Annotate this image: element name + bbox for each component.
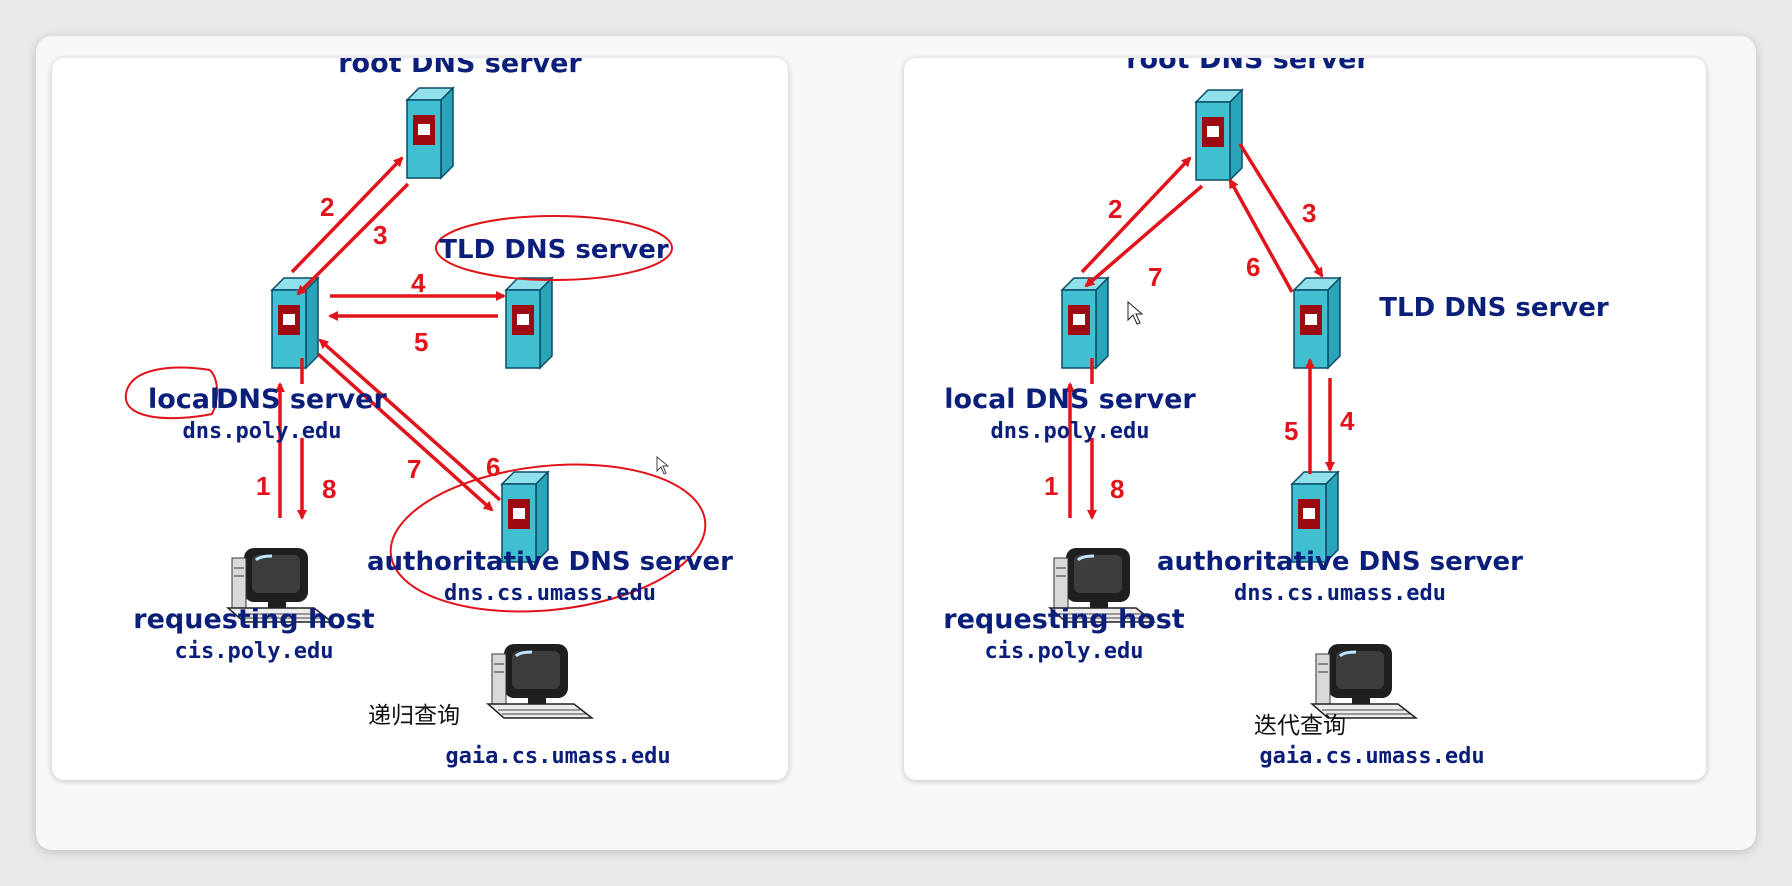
authoritative-dns-hostname: dns.cs.umass.edu <box>1234 581 1446 606</box>
root-dns-server-label: root DNS server <box>338 58 582 79</box>
step-number-6: 6 <box>1246 252 1260 282</box>
annotation-circle-authoritative <box>389 463 707 613</box>
arrow-step-2 <box>1080 156 1192 274</box>
local-dns-hostname: dns.poly.edu <box>183 419 342 444</box>
arrow-step-3 <box>1238 143 1324 278</box>
iterative-query-diagram: 2 7 3 6 4 5 1 8 root DNS server TLD DNS … <box>904 58 1706 780</box>
gaia-hostname: gaia.cs.umass.edu <box>1259 744 1484 769</box>
requesting-host-label: requesting host <box>943 604 1185 635</box>
recursive-query-caption: 递归查询 <box>368 703 460 729</box>
recursive-query-diagram: 2 3 4 5 6 7 1 8 root DNS server TLD DNS … <box>52 58 788 780</box>
requesting-host-hostname: cis.poly.edu <box>175 639 334 664</box>
local-dns-server-icon <box>271 277 319 369</box>
annotation-circle-tld <box>435 215 673 281</box>
step-number-6: 6 <box>486 452 500 482</box>
arrow-step-7 <box>1084 184 1204 288</box>
root-dns-server-icon <box>406 87 454 179</box>
local-word-label: local <box>148 384 219 415</box>
local-dns-server-icon <box>1061 277 1109 369</box>
step-number-4: 4 <box>1340 406 1355 436</box>
authoritative-dns-hostname: dns.cs.umass.edu <box>444 581 656 606</box>
arrow-step-6 <box>1228 178 1294 293</box>
image-viewer-frame: 2 3 4 5 6 7 1 8 root DNS server TLD DNS … <box>36 36 1756 850</box>
tld-dns-server-icon <box>505 277 553 369</box>
mouse-pointer-icon <box>656 456 670 475</box>
mouse-cursor-icon <box>1127 300 1144 325</box>
step-number-3: 3 <box>373 220 387 250</box>
step-number-5: 5 <box>1284 416 1298 446</box>
step-number-7: 7 <box>1148 262 1162 292</box>
arrow-step-7 <box>316 352 494 512</box>
arrow-step-6 <box>318 338 502 502</box>
step-number-2: 2 <box>320 192 334 222</box>
tld-dns-server-label: TLD DNS server <box>439 235 669 265</box>
step-number-3: 3 <box>1302 198 1316 228</box>
requesting-host-label: requesting host <box>133 604 375 635</box>
step-number-5: 5 <box>414 327 428 357</box>
step-number-8: 8 <box>322 474 336 504</box>
authoritative-dns-server-label: authoritative DNS server <box>367 547 733 577</box>
step-number-4: 4 <box>411 268 426 298</box>
tld-dns-server-label: TLD DNS server <box>1379 293 1609 323</box>
tld-dns-server-icon <box>1293 277 1341 369</box>
step-number-1: 1 <box>1044 471 1058 501</box>
local-dns-hostname: dns.poly.edu <box>991 419 1150 444</box>
gaia-hostname: gaia.cs.umass.edu <box>445 744 670 769</box>
step-number-2: 2 <box>1108 194 1122 224</box>
requesting-host-hostname: cis.poly.edu <box>985 639 1144 664</box>
iterative-query-caption: 迭代查询 <box>1254 713 1346 739</box>
dns-server-label: DNS server <box>216 384 387 415</box>
authoritative-dns-server-label: authoritative DNS server <box>1157 547 1523 577</box>
step-number-1: 1 <box>256 471 270 501</box>
root-dns-server-icon <box>1195 89 1243 181</box>
gaia-host-computer-icon <box>486 642 594 720</box>
arrow-step-3 <box>296 182 410 296</box>
root-dns-server-label: root DNS server <box>1126 58 1370 75</box>
local-dns-server-label: local DNS server <box>944 384 1196 415</box>
annotation-circle-local <box>124 366 218 420</box>
step-number-8: 8 <box>1110 474 1124 504</box>
arrow-step-2 <box>290 156 404 274</box>
step-number-7: 7 <box>407 454 421 484</box>
